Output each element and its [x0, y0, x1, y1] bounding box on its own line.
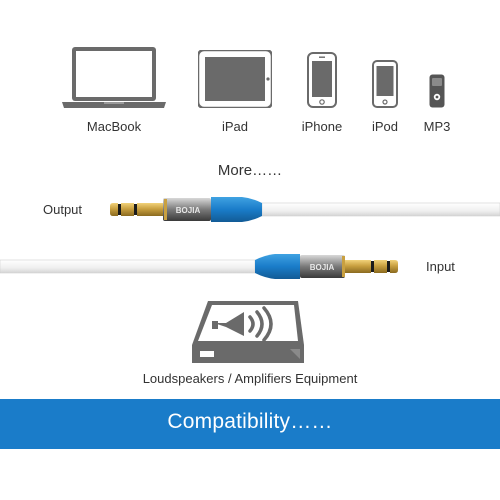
- more-label: More……: [217, 162, 283, 179]
- device-label-ipod: iPod: [371, 119, 399, 134]
- banner-text: Compatibility……: [167, 410, 333, 433]
- device-label-macbook: MacBook: [86, 119, 142, 134]
- input-cable: BOJIA: [0, 254, 398, 279]
- device-label-mp3: MP3: [423, 119, 451, 134]
- device-label-ipad: iPad: [221, 119, 249, 134]
- speaker-equipment-icon: [192, 301, 304, 363]
- music-player-icon: [372, 60, 398, 108]
- device-row: MacBook iPad iPhone iPod MP3: [0, 0, 500, 140]
- device-label-iphone: iPhone: [301, 119, 343, 134]
- mp3-player-icon: [429, 74, 445, 108]
- output-label: Output: [43, 202, 83, 217]
- input-label: Input: [426, 259, 455, 274]
- laptop-icon: [62, 47, 166, 108]
- equipment-label: Loudspeakers / Amplifiers Equipment: [142, 371, 358, 386]
- phone-icon: [307, 52, 337, 108]
- output-cable: BOJIA: [110, 197, 500, 222]
- compatibility-banner: Compatibility……: [0, 399, 500, 449]
- brand-label-input: BOJIA: [310, 263, 335, 272]
- brand-label-output: BOJIA: [176, 206, 201, 215]
- tablet-icon: [198, 50, 272, 108]
